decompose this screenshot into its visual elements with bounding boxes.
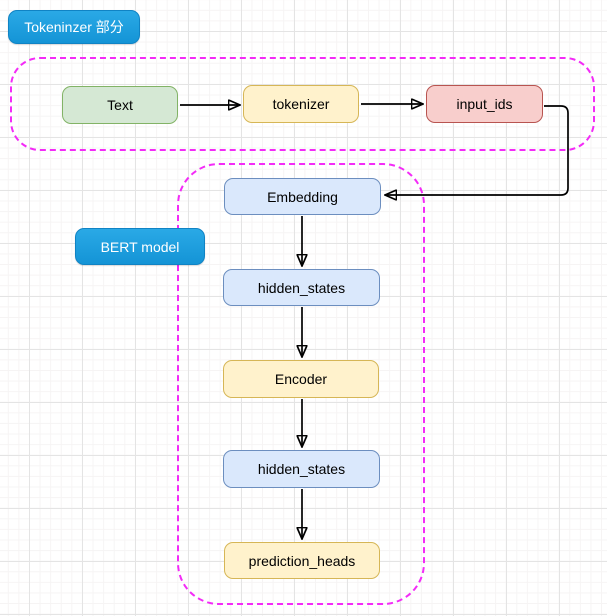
bert-model-label: BERT model [75, 228, 205, 265]
node-encoder: Encoder [223, 360, 379, 398]
node-prediction-heads: prediction_heads [224, 542, 380, 579]
node-tokenizer: tokenizer [243, 85, 359, 123]
bert-section-outline [177, 163, 425, 605]
tokenizer-section-label: Tokeninzer 部分 [8, 10, 140, 44]
node-text: Text [62, 86, 178, 124]
node-input-ids: input_ids [426, 85, 543, 123]
tokenizer-section-outline [10, 57, 595, 151]
node-hidden-states-2: hidden_states [223, 450, 380, 488]
node-hidden-states-1: hidden_states [223, 269, 380, 306]
node-embedding: Embedding [224, 178, 381, 215]
